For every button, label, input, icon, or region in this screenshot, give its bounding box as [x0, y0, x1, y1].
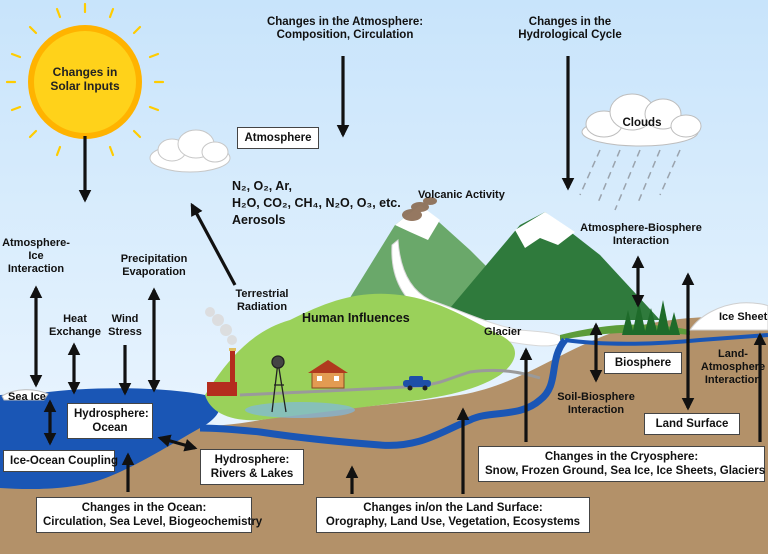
atmosphere-changes-label: Changes in the Atmosphere:Composition, C… [266, 16, 424, 41]
house-icon [308, 360, 348, 389]
windmill-icon [271, 355, 287, 413]
ice-sheet-label: Ice Sheet [719, 311, 768, 323]
clouds-label: Clouds [622, 117, 662, 129]
car-icon [403, 376, 431, 391]
arrow-terrestrial-up [190, 202, 237, 286]
ice-ocean-coupling-box: Ice-Ocean Coupling [3, 450, 118, 472]
ocean-changes-box: Changes in the Ocean:Circulation, Sea Le… [36, 497, 262, 533]
land-changes-box: Changes in/on the Land Surface:Orography… [316, 497, 590, 533]
land-surface-box: Land Surface [644, 413, 740, 435]
biosphere-box: Biosphere [604, 352, 682, 374]
factory-icon [205, 307, 237, 396]
forest-icon [622, 300, 680, 335]
river [199, 337, 568, 449]
sea-ice-label: Sea Ice [8, 391, 46, 403]
hydrosphere-rivers-box: Hydrosphere:Rivers & Lakes [200, 449, 304, 485]
cloud-left-icon [149, 129, 231, 173]
volcanic-label: Volcanic Activity [418, 189, 505, 201]
rain-cloud-icon [579, 93, 702, 211]
volcano-smoke [402, 197, 437, 221]
gases-label: N₂, O₂, Ar, H₂O, CO₂, CH₄, N₂O, O₃, etc.… [232, 179, 401, 227]
green-mountain [440, 212, 660, 320]
aerosols-label: Aerosols [232, 213, 286, 227]
land-ground [0, 317, 768, 554]
cryosphere-box: Changes in the Cryosphere:Snow, Frozen G… [478, 446, 765, 482]
arrow-ocean-rivers [157, 434, 198, 452]
sea-ice-shape [1, 389, 49, 401]
atmosphere-box: Atmosphere [237, 127, 319, 149]
hydrosphere-ocean-box: Hydrosphere:Ocean [67, 403, 153, 439]
glacier-label: Glacier [484, 326, 522, 338]
sun-icon [5, 2, 165, 162]
human-influences-label: Human Influences [302, 311, 410, 325]
lake [245, 402, 355, 418]
